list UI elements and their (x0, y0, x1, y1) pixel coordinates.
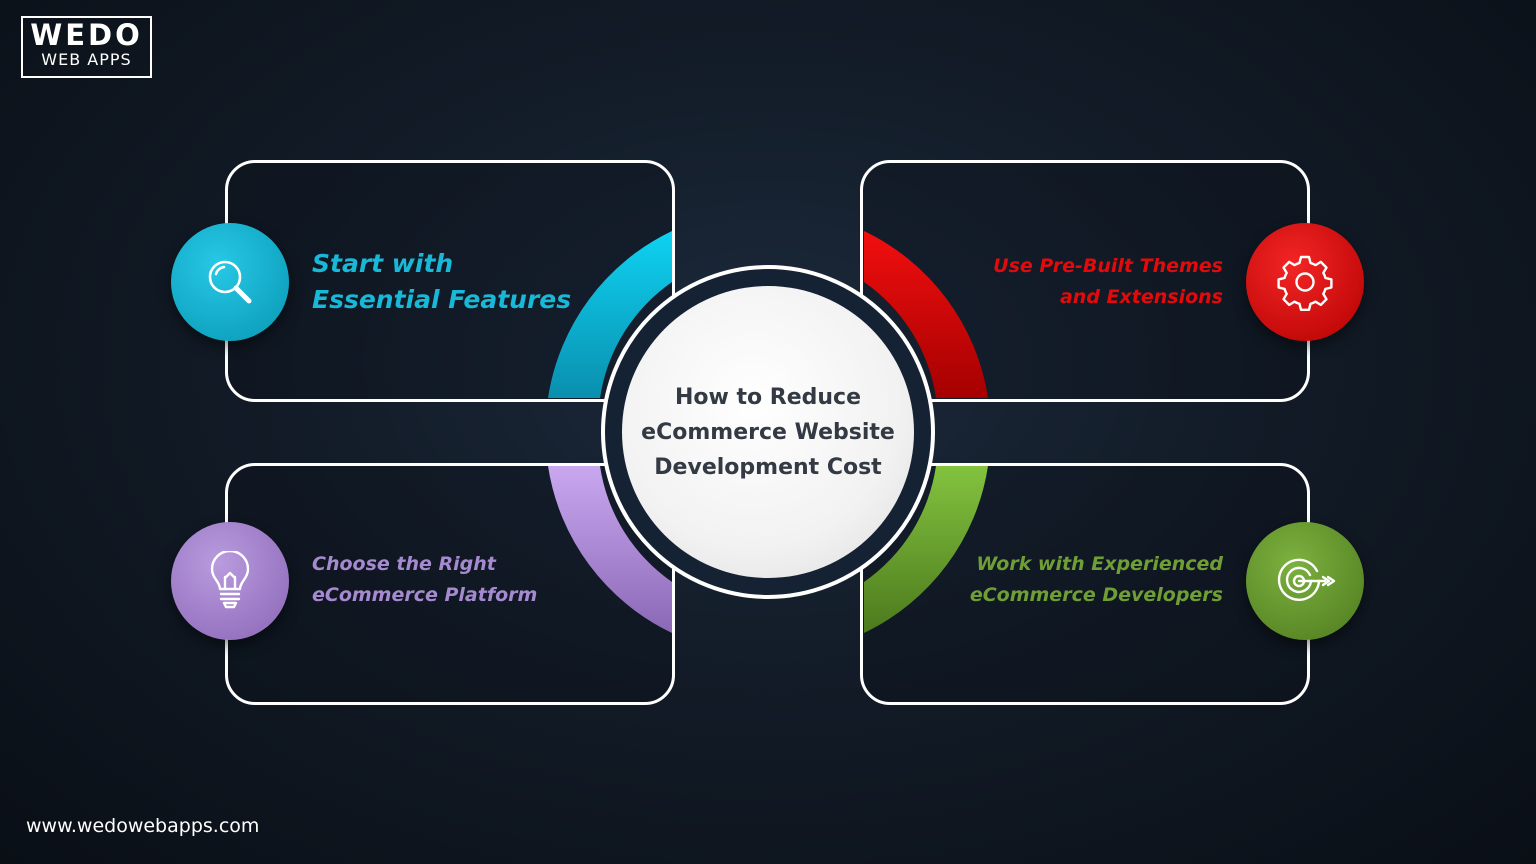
step-label-prebuilt-themes: Use Pre-Built Themes and Extensions (993, 251, 1223, 313)
arc-blue (548, 231, 672, 398)
center-title: How to Reduce eCommerce Website Developm… (641, 384, 895, 480)
search-icon-badge (171, 223, 289, 341)
step-label-line: Choose the Right (312, 553, 496, 575)
step-label-experienced-developers: Work with Experienced eCommerce Develope… (970, 549, 1223, 611)
lightbulb-icon (210, 551, 250, 609)
brand-logo: WEDO WEB APPS (21, 16, 152, 78)
step-label-line: eCommerce Developers (969, 584, 1223, 606)
step-label-essential-features: Start with Essential Features (312, 246, 571, 318)
target-icon-badge (1246, 522, 1364, 640)
step-label-right-platform: Choose the Right eCommerce Platform (312, 549, 537, 611)
step-label-line: Work with Experienced (976, 553, 1223, 575)
step-label-line: Start with (312, 249, 454, 278)
arc-red (864, 231, 988, 398)
logo-line-2: WEB APPS (41, 50, 132, 69)
footer-website-url: www.wedowebapps.com (26, 815, 260, 837)
step-label-line: Essential Features (312, 285, 572, 314)
gear-icon (1277, 255, 1333, 311)
search-icon (208, 260, 252, 304)
gear-icon-badge (1246, 223, 1364, 341)
center-circle: How to Reduce eCommerce Website Developm… (622, 286, 914, 578)
step-label-line: and Extensions (1059, 286, 1223, 308)
logo-line-1: WEDO (30, 18, 143, 52)
step-card-experienced-developers (860, 463, 1310, 705)
step-label-line: eCommerce Platform (312, 584, 538, 606)
lightbulb-icon-badge (171, 522, 289, 640)
arc-purple (548, 466, 672, 633)
step-label-line: Use Pre-Built Themes (993, 255, 1223, 277)
target-icon (1277, 558, 1336, 601)
arc-green (864, 466, 988, 633)
